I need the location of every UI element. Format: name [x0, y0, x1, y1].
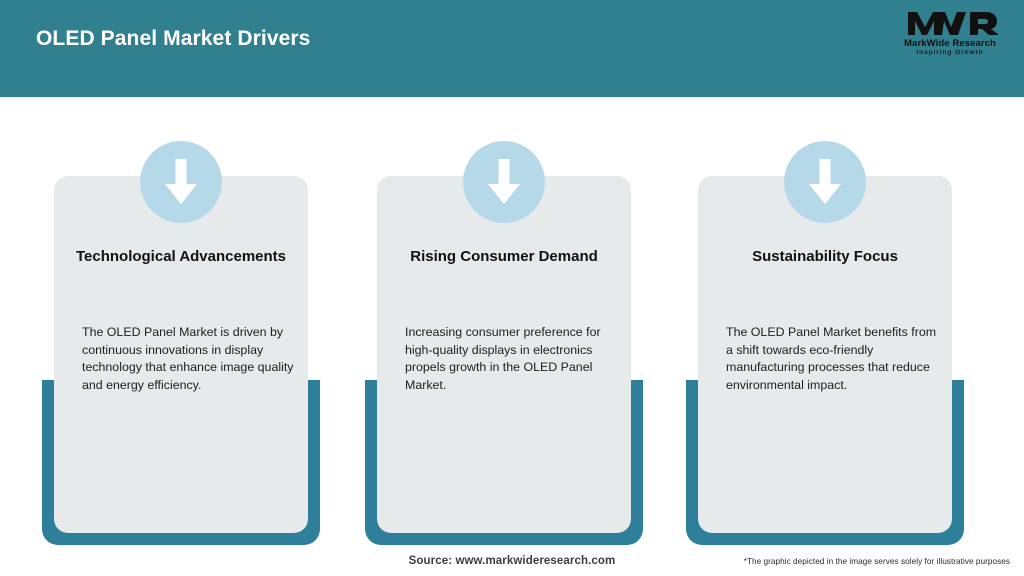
header-bar: OLED Panel Market Drivers MarkWide Resea…: [0, 0, 1024, 97]
card-heading: Rising Consumer Demand: [410, 248, 598, 265]
driver-cards-container: Technological Advancements The OLED Pane…: [0, 97, 1024, 576]
logo-company-name: MarkWide Research: [904, 38, 996, 49]
card-body-text: Increasing consumer preference for high-…: [405, 325, 601, 392]
card-panel: [698, 176, 952, 533]
card-body-text: The OLED Panel Market is driven by conti…: [82, 325, 294, 392]
logo-tagline: Inspiring Growth: [916, 49, 984, 56]
down-arrow-icon: [784, 141, 866, 223]
down-arrow-icon: [463, 141, 545, 223]
brand-logo: MarkWide Research Inspiring Growth: [898, 10, 1002, 62]
card-heading: Sustainability Focus: [752, 248, 898, 265]
source-label: Source: www.markwideresearch.com: [408, 555, 616, 567]
driver-card: Rising Consumer Demand Increasing consum…: [359, 97, 649, 576]
card-panel: [377, 176, 631, 533]
logo-mark-icon: [898, 10, 1002, 37]
card-body-text: The OLED Panel Market benefits from a sh…: [726, 325, 937, 392]
page-title: OLED Panel Market Drivers: [36, 27, 311, 50]
card-panel: [54, 176, 308, 533]
driver-card: Sustainability Focus The OLED Panel Mark…: [680, 97, 970, 576]
driver-card: Technological Advancements The OLED Pane…: [36, 97, 326, 576]
disclaimer-label: *The graphic depicted in the image serve…: [743, 557, 1010, 566]
card-heading: Technological Advancements: [75, 248, 287, 265]
down-arrow-icon: [140, 141, 222, 223]
